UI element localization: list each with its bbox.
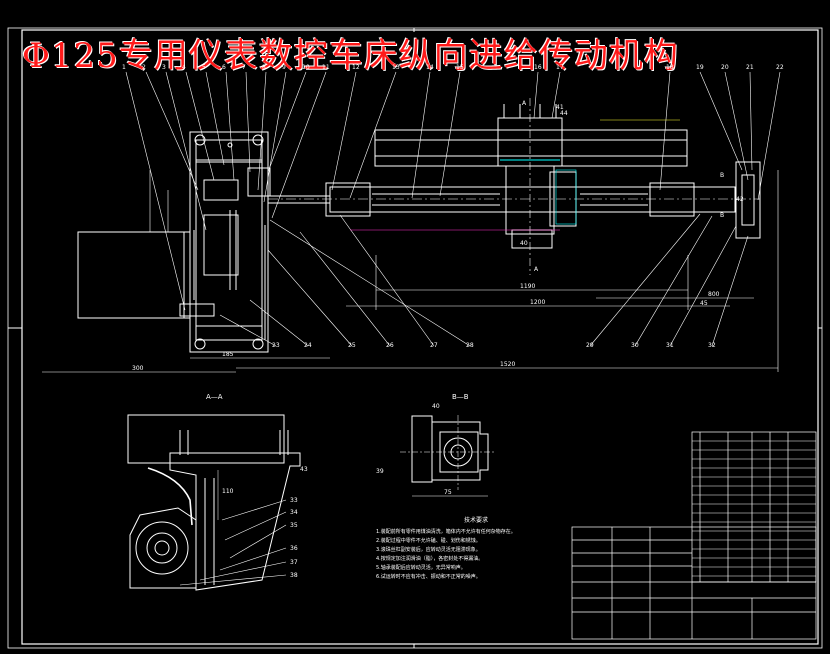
part-balloon: 23: [272, 342, 280, 349]
section-bb-label: B—B: [452, 393, 469, 401]
gearbox-housing: [179, 131, 271, 353]
technical-notes: 技术要求 1.装配前所有零件用煤油清洗，箱体内不允许有任何杂物存在。 2.装配过…: [376, 516, 576, 582]
part-balloon: 7: [242, 64, 246, 71]
part-balloon: 45: [700, 300, 708, 307]
part-balloon: 8: [262, 64, 266, 71]
notes-title: 技术要求: [463, 517, 488, 524]
part-balloon: 16: [534, 64, 542, 71]
part-balloon: 24: [304, 342, 312, 349]
dimension-1200: 1200: [530, 299, 546, 306]
note-line: 5.轴承装配后应转动灵活，无异常响声。: [376, 565, 466, 571]
part-balloon: 3: [162, 64, 166, 71]
part-balloon: 10: [302, 64, 310, 71]
part-balloon: 43: [300, 466, 308, 473]
dimension-185: 185: [222, 351, 234, 358]
part-balloon: 42: [736, 196, 744, 203]
part-balloon: 40: [520, 240, 528, 247]
note-line: 4.按规定加注润滑油（脂），各密封处不得漏油。: [376, 556, 484, 562]
note-line: 1.装配前所有零件用煤油清洗，箱体内不允许有任何杂物存在。: [376, 529, 516, 535]
part-balloon: 26: [386, 342, 394, 349]
motor-body: [77, 231, 191, 319]
part-balloon: 29: [586, 342, 594, 349]
part-balloon: 32: [708, 342, 716, 349]
part-balloon: 35: [290, 522, 298, 529]
color-accents: [350, 119, 680, 231]
part-balloon: 5: [202, 64, 206, 71]
part-balloon: 4: [182, 64, 186, 71]
section-bb: [400, 415, 496, 497]
note-line: 6.试运转时不应有冲击、振动和不正常的噪声。: [376, 574, 481, 580]
part-balloon: 28: [466, 342, 474, 349]
part-balloon: 19: [696, 64, 704, 71]
part-balloon: 37: [290, 559, 298, 566]
section-aa-label: A—A: [206, 393, 223, 401]
part-balloon: 31: [666, 342, 674, 349]
part-balloon: 39: [376, 468, 384, 475]
part-balloon: 21: [746, 64, 754, 71]
part-balloon: 27: [430, 342, 438, 349]
part-balloon: 13: [392, 64, 400, 71]
part-balloon: 41: [556, 104, 564, 111]
ball-screw: [329, 186, 736, 213]
drawing-title: Φ125专用仪表数控车床纵向进给传动机构: [22, 36, 679, 76]
part-balloon: 11: [322, 64, 330, 71]
dimension-300: 300: [132, 365, 144, 372]
part-balloon: 30: [631, 342, 639, 349]
part-balloon: 15: [456, 64, 464, 71]
end-bearing: [735, 161, 761, 239]
part-balloon: 25: [348, 342, 356, 349]
part-balloon: 17: [556, 64, 564, 71]
section-aa: [127, 414, 301, 591]
inner-border: [21, 29, 819, 645]
part-balloon: 34: [290, 509, 298, 516]
part-balloon: 14: [426, 64, 434, 71]
section-mark-a-top: A: [522, 100, 527, 107]
title-block: [571, 431, 817, 640]
dimension-1520: 1520: [500, 361, 516, 368]
dimension-40: 40: [432, 403, 440, 410]
part-balloon: 1: [122, 64, 126, 71]
section-mark-b-bottom: B: [720, 212, 725, 219]
part-balloon: 9: [282, 64, 286, 71]
dimension-110: 110: [222, 488, 234, 495]
part-balloon: 2: [142, 64, 146, 71]
outer-border: [7, 27, 823, 649]
carriage-rail: [374, 129, 688, 167]
part-balloon: 33: [290, 497, 298, 504]
part-balloon: 18: [666, 64, 674, 71]
dimension-75: 75: [444, 489, 452, 496]
part-balloon: 44: [560, 110, 568, 117]
section-mark-b-top: B: [720, 172, 725, 179]
part-balloon: 36: [290, 545, 298, 552]
parts-list-rows: [692, 440, 816, 577]
section-mark-a-bottom: A: [534, 266, 539, 273]
note-line: 3.滚珠丝杠副安装后，应转动灵活无阻滞现象。: [376, 547, 481, 553]
part-balloon: 20: [721, 64, 729, 71]
part-balloon: 38: [290, 572, 298, 579]
dimension-800: 800: [708, 291, 720, 298]
part-balloon: 12: [352, 64, 360, 71]
part-balloon: 22: [776, 64, 784, 71]
note-line: 2.装配过程中零件不允许磕、碰、划伤和锈蚀。: [376, 538, 481, 544]
dimension-1190: 1190: [520, 283, 536, 290]
part-balloon: 6: [222, 64, 226, 71]
